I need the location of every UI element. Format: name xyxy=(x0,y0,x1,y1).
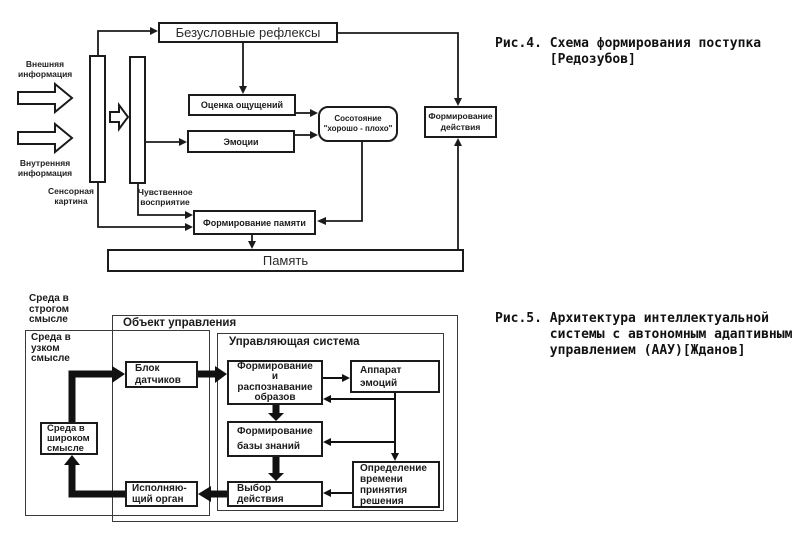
container-environment-narrow xyxy=(25,330,210,516)
box-unconditional-reflexes: Безусловные рефлексы xyxy=(158,22,338,43)
box-memory-formation: Формирование памяти xyxy=(193,210,316,235)
box-knowledge-base-formation: Формирование базы знаний xyxy=(227,421,323,457)
transfer-arrow-icon xyxy=(109,102,130,132)
box-memory: Память xyxy=(107,249,464,272)
internal-input-arrow-icon xyxy=(17,121,74,155)
box-image-formation-recognition: Формирование и распознавание образов xyxy=(227,360,323,405)
label-internal-information: Внутренняя информация xyxy=(17,158,73,178)
label-external-information: Внешняя информация xyxy=(18,59,73,79)
hollow-arrow-icons xyxy=(17,81,130,155)
box-decision-time-determination: Определение времени принятия решения xyxy=(352,461,440,508)
label-control-object: Объект управления xyxy=(123,317,237,329)
box-emotions: Эмоции xyxy=(187,130,295,153)
box-emotion-apparatus: Аппарат эмоций xyxy=(350,360,440,393)
figure4-caption: Рис.4. Схема формирования поступка [Редо… xyxy=(495,36,762,67)
box-state-good-bad: Сосотояние "хорошо - плохо" xyxy=(318,106,398,142)
sensory-perception-bar xyxy=(129,56,146,184)
box-sensor-block: Блок датчиков xyxy=(125,361,198,388)
box-action-selection: Выбор действия xyxy=(227,481,323,507)
label-sensory-perception: Чувственное восприятие xyxy=(138,187,193,207)
container-control-system xyxy=(217,333,444,511)
external-input-arrow-icon xyxy=(17,81,74,115)
label-environment-strict: Среда в строгом смысле xyxy=(29,293,70,325)
sensory-picture-bar xyxy=(89,55,106,183)
label-environment-narrow: Среда в узком смысле xyxy=(31,332,71,364)
figure5-caption: Рис.5. Архитектура интеллектуальной сист… xyxy=(495,311,793,358)
box-environment-wide: Среда в широком смысле xyxy=(40,422,98,455)
label-control-system: Управляющая система xyxy=(229,336,360,348)
box-sensation-evaluation: Оценка ощущений xyxy=(188,94,296,116)
label-sensory-picture: Сенсорная картина xyxy=(48,186,94,206)
box-executive-organ: Исполняю- щий орган xyxy=(125,481,198,507)
box-action-formation: Формирование действия xyxy=(424,106,497,138)
